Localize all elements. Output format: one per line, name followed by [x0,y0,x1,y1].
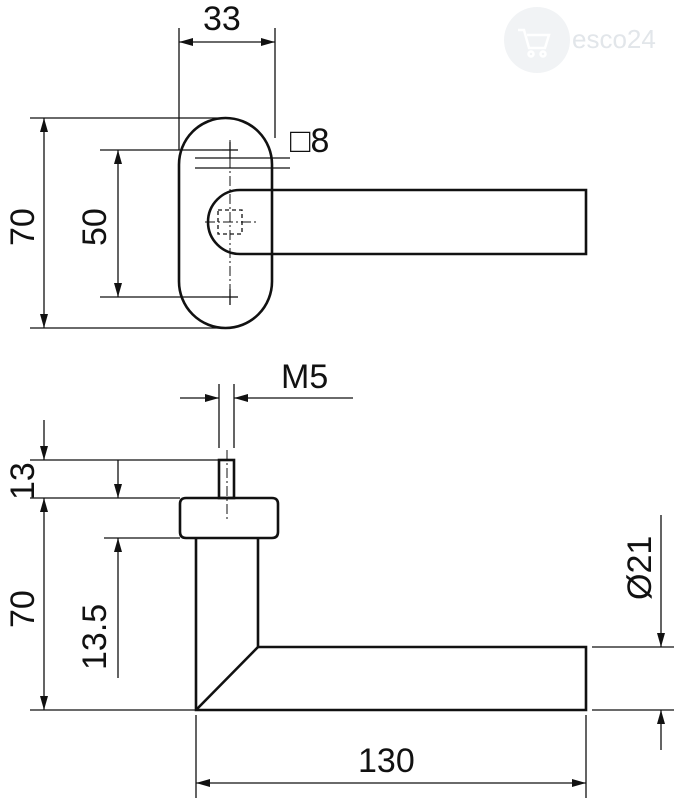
dimension-13: 13 [4,420,219,710]
dimension-13-label: 13 [4,462,42,500]
dimension-33: 33 [178,0,276,150]
lever-arm-outline [240,188,588,256]
dimension-70-side-label: 70 [4,590,42,628]
lever-bevel-line [195,646,259,711]
dimension-130: 130 [195,715,587,798]
dimension-square-8-label: □8 [290,122,329,160]
cart-icon [518,28,551,58]
dimension-square-8: □8 [195,122,329,169]
dimension-70-top: 70 [4,117,220,329]
lever-side-outline [194,538,588,712]
watermark-circle [504,7,570,73]
dimension-70-side: 70 [4,590,196,711]
dimension-70-top-label: 70 [4,208,42,246]
side-view: M5 13 70 13.5 [4,358,674,798]
dimension-50: 50 [76,149,222,298]
rose-outline [178,496,280,540]
dimension-diameter-21-label: Ø21 [621,536,659,600]
watermark-text: esco24 [572,24,656,54]
rose-plate-outline [177,116,274,330]
dimension-diameter-21: Ø21 [592,515,674,750]
top-view: 33 □8 70 50 [4,0,588,330]
dimension-33-label: 33 [203,0,241,38]
dimension-m5-label: M5 [281,358,328,396]
dimension-13-5: 13.5 [76,460,180,678]
screw-hole-top [222,142,238,158]
dimension-m5: M5 [180,358,353,448]
dimension-130-label: 130 [358,742,415,780]
dimension-50-label: 50 [76,208,114,246]
watermark: esco24 [504,7,656,73]
screw-hole-bottom [222,289,238,305]
dimension-13-5-label: 13.5 [76,604,114,670]
